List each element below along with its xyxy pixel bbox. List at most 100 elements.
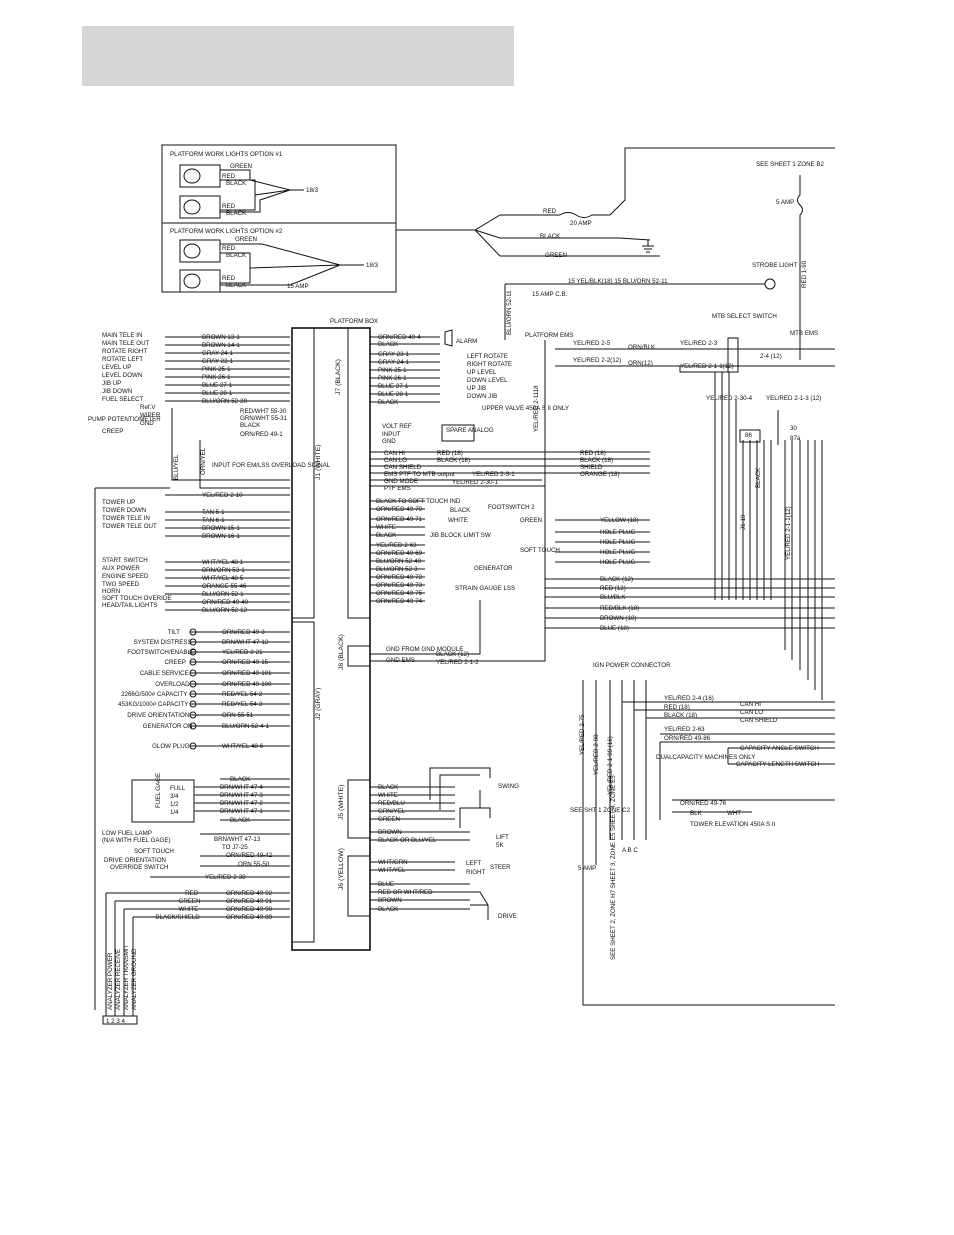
fuel-gage-title: FUEL GAGE <box>155 773 162 808</box>
fuel-gage: FUEL GAGE FULL 3/4 1/2 1/4 BRN/WHT 47-4 … <box>131 773 290 824</box>
lift-label: LIFT <box>496 834 509 841</box>
supply-fuse5: 5 AMP <box>776 199 794 206</box>
can-r-black18: BLACK (18) <box>580 457 613 464</box>
wl-red-4: RED <box>222 275 236 282</box>
mtb-switch-icon <box>727 337 739 373</box>
j7-right-label: DOWN JIB <box>467 393 497 400</box>
fuel-level-3: 1/4 <box>170 809 179 816</box>
ign-yel275: YEL/RED 2-75 <box>579 714 586 755</box>
wl-cable1: 18/3 <box>306 187 319 194</box>
j8-label: J8 (BLACK) <box>338 634 345 670</box>
wl-black-2: BLACK <box>226 210 247 217</box>
mtb-black: BLACK <box>755 467 762 488</box>
mtb-yel-red-23: YEL/RED 2-3 <box>680 340 718 347</box>
j6-section: LEFT RIGHT STEER DRIVE WHT/GRNWHT/YELBLU… <box>370 859 517 920</box>
j1-left-label: TWO SPEED <box>102 581 140 588</box>
j1-left-label: HEAD/TAIL LIGHTS <box>102 602 157 609</box>
steer-label: STEER <box>490 864 511 871</box>
j1-left-label: AUX POWER <box>102 565 140 572</box>
lamp-icon <box>189 711 197 719</box>
lamp-icon <box>189 722 197 730</box>
strobe-light-icon <box>764 278 776 290</box>
ign-red18: RED (18) <box>664 704 690 711</box>
j1-left-label: ENGINE SPEED <box>102 573 149 580</box>
wl-green-1: GREEN <box>230 163 252 170</box>
j2-left-label: OVERLOAD <box>155 681 190 688</box>
relay-86: 86 <box>745 432 752 439</box>
j8-yel212: YEL/RED 2-1-2 <box>436 659 479 666</box>
j1-right-4: ORN/RED 49-1 <box>240 431 283 438</box>
steer-right: RIGHT <box>466 869 485 876</box>
j1-left-label: LEVEL UP <box>102 364 131 371</box>
capacity-section: DUALCAPACITY MACHINES ONLY CAPACITY ANGL… <box>656 745 835 828</box>
dual-capacity: DUALCAPACITY MACHINES ONLY <box>656 754 755 761</box>
mtb-ems: MTB EMS <box>790 330 818 337</box>
j1-left-label: JIB UP <box>102 380 121 387</box>
analyzer-label: ANALYZER TRANSMIT <box>123 944 130 1010</box>
footswitch2: FOOTSWITCH 2 <box>488 504 535 511</box>
wl-fuse: 15 AMP <box>287 283 309 290</box>
ign-can-shield: CAN SHIELD <box>740 717 778 724</box>
brn-wht-47-13: BRN/WHT 47-13 <box>214 836 261 843</box>
j7-green: GREEN <box>520 517 542 524</box>
mtb-orn12: ORN(12) <box>628 360 653 367</box>
lamp-icon <box>189 742 197 750</box>
spare-analog: SPARE ANALOG <box>446 427 494 434</box>
j2-left-label: 453KG/1000# CAPACITY <box>118 701 188 708</box>
orn-yel: ORN/YEL <box>200 447 207 475</box>
blu-yel: BLU/YEL <box>173 454 180 480</box>
fuel-level-2: 1/2 <box>170 801 179 808</box>
wl-red-3: RED <box>222 245 236 252</box>
ews-input: INPUT FOR EM/LSS OVERLOAD SIGNAL <box>212 462 331 469</box>
j5-label: J5 (WHITE) <box>338 785 345 821</box>
ptf-ems: PTF EMS <box>384 485 411 492</box>
j1-left-label: SOFT TOUCH OVERIDE <box>102 595 171 602</box>
yel-231: YEL/RED 2-3-1 <box>472 471 515 478</box>
supply-fuse20: 20 AMP <box>570 220 592 227</box>
relay-30: 30 <box>790 425 797 432</box>
can-r-red18: RED (18) <box>580 450 606 457</box>
lamp-icon <box>189 690 197 698</box>
lamp-icon <box>189 638 197 646</box>
j7-right-label: UP LEVEL <box>467 369 497 376</box>
j1-right-3: BLACK <box>240 422 261 429</box>
j2-left-label: GENERATOR ON <box>143 723 193 730</box>
drive-label: DRIVE <box>498 913 517 920</box>
can-black18: BLACK (18) <box>437 457 470 464</box>
cap-wht: WHT <box>727 810 741 817</box>
wl-red-2: RED <box>222 203 236 210</box>
mtb-24: 2-4 (12) <box>760 353 782 360</box>
wl-green-2: GREEN <box>235 236 257 243</box>
j1-left-label: JIB DOWN <box>102 388 132 395</box>
ign-yel290: YEL/RED 2-90 <box>593 734 600 775</box>
supply-red: RED <box>543 208 557 215</box>
j1-left-label: HORN <box>102 588 120 595</box>
soft-touch: SOFT TOUCH <box>520 547 560 554</box>
soft-touch-label: SOFT TOUCH <box>134 848 174 855</box>
generator: GENERATOR <box>474 565 513 572</box>
work-lights-option2: PLATFORM WORK LIGHTS OPTION #2 <box>170 228 283 235</box>
nfuel-note: (N/A WITH FUEL GAGE) <box>102 837 171 844</box>
platform-box-title: PLATFORM BOX <box>330 318 378 325</box>
jib-block: JIB BLOCK LIMIT SW <box>430 532 491 539</box>
j1-left-label: TOWER DOWN <box>102 507 146 514</box>
ign-abc: A B C <box>622 847 638 854</box>
j7-white: WHITE <box>448 517 468 524</box>
j1-left-label: START SWITCH <box>102 557 148 564</box>
volt-ref: VOLT REF <box>382 423 412 430</box>
analog-gnd: GND <box>382 438 396 445</box>
j2-left-label: CREEP <box>165 659 186 666</box>
ign-black18: BLACK (18) <box>664 712 697 719</box>
j1-left-label: MAIN TELE OUT <box>102 340 150 347</box>
j2-left-label: TILT <box>168 629 180 636</box>
lamp-icon <box>189 628 197 636</box>
yel-2301: YEL/RED 2-30-1 <box>452 479 499 486</box>
supply-black: BLACK <box>540 233 561 240</box>
lamp-icon <box>189 658 197 666</box>
platform-ems: PLATFORM EMS <box>525 332 573 339</box>
j1-right-2: GRN/WHT 55-31 <box>240 415 288 422</box>
